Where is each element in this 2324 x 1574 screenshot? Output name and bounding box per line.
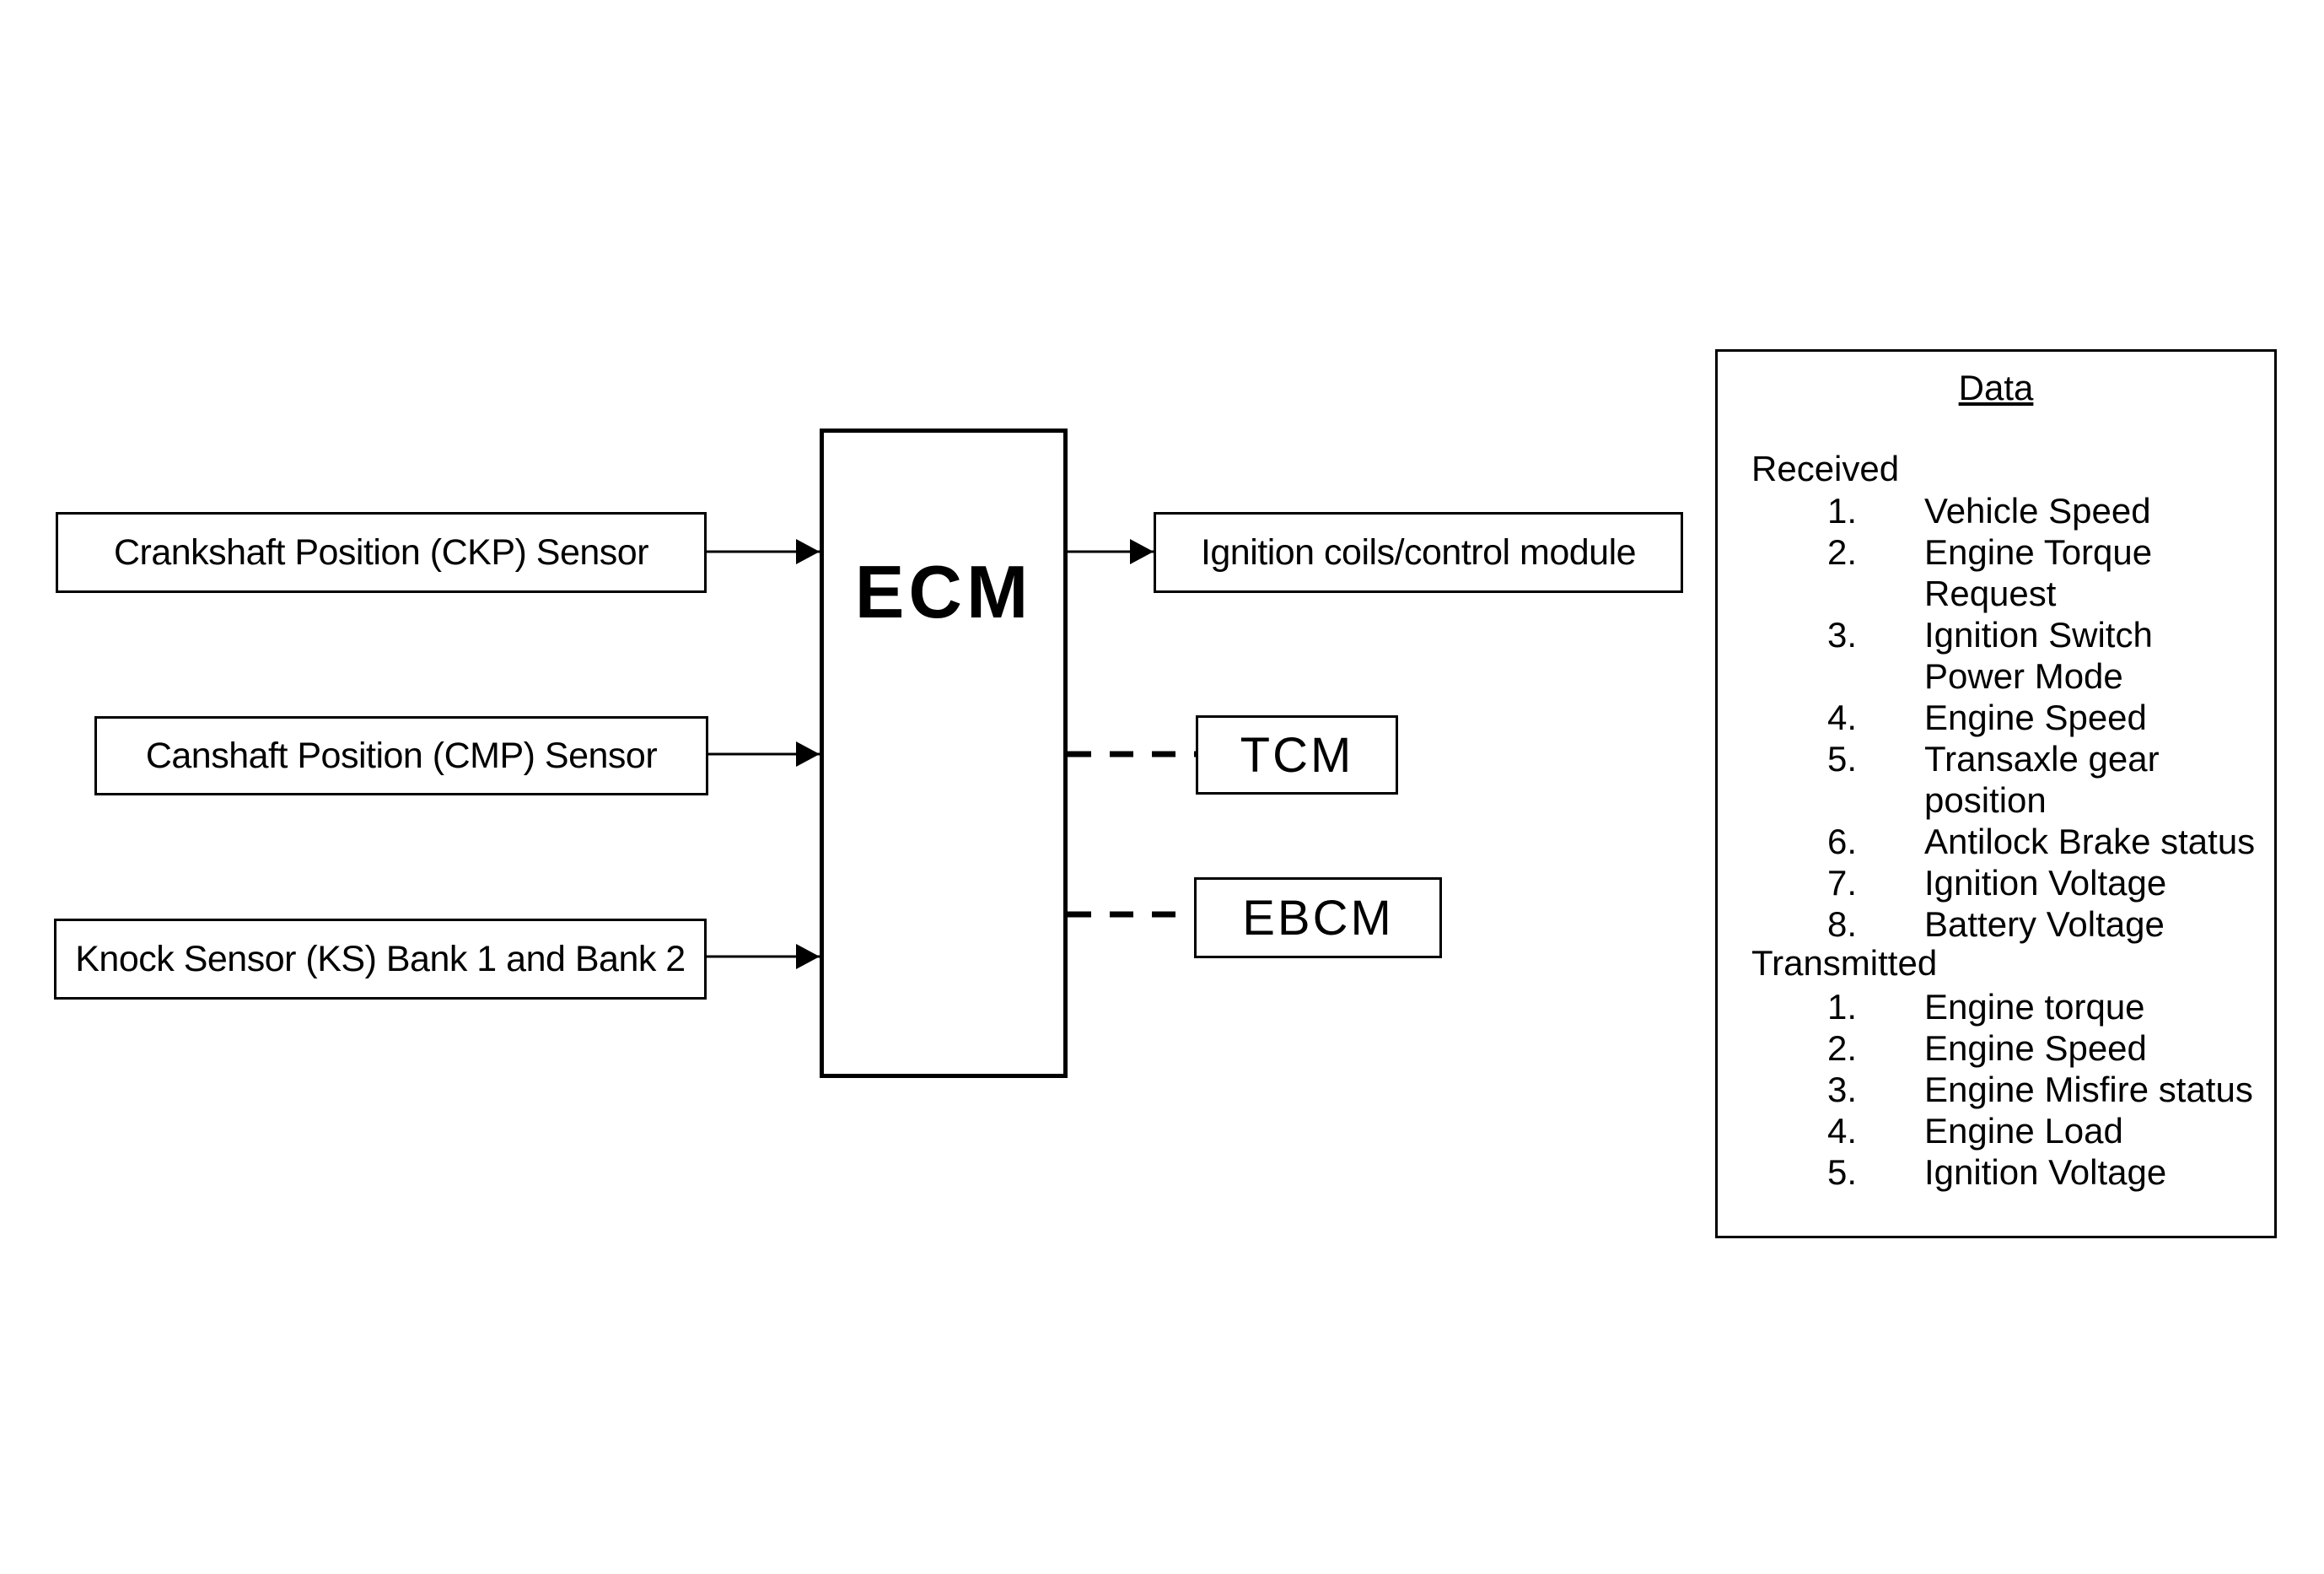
cmp-sensor-box: Canshaft Position (CMP) Sensor: [94, 716, 708, 795]
transmitted-item: 5. Ignition Voltage: [1718, 1151, 2274, 1193]
received-item: 2. Engine Torque Request: [1718, 531, 2274, 614]
transmitted-item-number: 5.: [1827, 1152, 1858, 1192]
received-item: 5. Transaxle gear position: [1718, 738, 2274, 821]
transmitted-item-number: 2.: [1827, 1028, 1858, 1068]
transmitted-item-text: Ignition Voltage: [1924, 1152, 2167, 1192]
transmitted-item-text: Engine torque: [1924, 987, 2145, 1027]
received-item: 6. Antilock Brake status: [1718, 821, 2274, 862]
received-list: 1. Vehicle Speed 2. Engine Torque Reques…: [1718, 490, 2274, 945]
received-item-number: 7.: [1827, 863, 1858, 903]
received-item: 3. Ignition Switch Power Mode: [1718, 614, 2274, 697]
received-item: 7. Ignition Voltage: [1718, 862, 2274, 903]
ckp-sensor-label: Crankshaft Position (CKP) Sensor: [113, 531, 649, 573]
ckp-sensor-box: Crankshaft Position (CKP) Sensor: [56, 512, 707, 593]
data-panel-title: Data: [1958, 368, 2034, 407]
received-item-number: 1.: [1827, 491, 1858, 531]
ignition-coils-label: Ignition coils/control module: [1200, 531, 1637, 573]
received-item-text: Engine Speed: [1924, 698, 2147, 737]
transmitted-heading: Transmitted: [1751, 943, 1938, 983]
received-item-text: Ignition Switch Power Mode: [1924, 615, 2153, 696]
received-item-text: Engine Torque Request: [1924, 532, 2153, 613]
received-item-number: 3.: [1827, 615, 1858, 655]
ebcm-box: EBCM: [1194, 877, 1442, 958]
received-item-number: 5.: [1827, 739, 1858, 779]
received-item-number: 8.: [1827, 904, 1858, 944]
transmitted-list: 1. Engine torque 2. Engine Speed 3. Engi…: [1718, 986, 2274, 1193]
transmitted-item-text: Engine Misfire status: [1924, 1070, 2253, 1109]
received-heading: Received: [1751, 449, 1900, 488]
received-item-text: Battery Voltage: [1924, 904, 2165, 944]
transmitted-item: 3. Engine Misfire status: [1718, 1069, 2274, 1110]
transmitted-item: 1. Engine torque: [1718, 986, 2274, 1027]
ks-arrowhead-icon: [796, 944, 820, 969]
transmitted-item-number: 3.: [1827, 1070, 1858, 1109]
received-item-text: Antilock Brake status: [1924, 822, 2256, 861]
transmitted-item: 4. Engine Load: [1718, 1110, 2274, 1151]
tcm-label: TCM: [1240, 727, 1354, 783]
transmitted-item-number: 1.: [1827, 987, 1858, 1027]
knock-sensor-box: Knock Sensor (KS) Bank 1 and Bank 2: [54, 919, 707, 1000]
received-item: 4. Engine Speed: [1718, 697, 2274, 738]
ignition-coils-box: Ignition coils/control module: [1154, 512, 1683, 593]
transmitted-item-text: Engine Speed: [1924, 1028, 2147, 1068]
ebcm-label: EBCM: [1242, 890, 1394, 946]
transmitted-item-text: Engine Load: [1924, 1111, 2123, 1151]
received-item: 1. Vehicle Speed: [1718, 490, 2274, 531]
received-item-number: 4.: [1827, 698, 1858, 737]
received-item-text: Vehicle Speed: [1924, 491, 2151, 531]
ecm-module: ECM: [820, 429, 1068, 1078]
transmitted-item-number: 4.: [1827, 1111, 1858, 1151]
received-item-text: Transaxle gear position: [1924, 739, 2160, 820]
received-item-text: Ignition Voltage: [1924, 863, 2167, 903]
ckp-arrowhead-icon: [796, 539, 820, 564]
transmitted-item: 2. Engine Speed: [1718, 1027, 2274, 1069]
ecm-label: ECM: [854, 550, 1033, 633]
cmp-arrowhead-icon: [796, 741, 820, 767]
knock-sensor-label: Knock Sensor (KS) Bank 1 and Bank 2: [75, 938, 686, 979]
received-item: 8. Battery Voltage: [1718, 903, 2274, 945]
cmp-sensor-label: Canshaft Position (CMP) Sensor: [145, 735, 658, 776]
received-item-number: 6.: [1827, 822, 1858, 861]
received-item-number: 2.: [1827, 532, 1858, 572]
tcm-box: TCM: [1196, 715, 1398, 795]
data-panel: Data Received 1. Vehicle Speed 2. Engine…: [1715, 349, 2277, 1238]
ignition-arrowhead-icon: [1130, 539, 1154, 564]
